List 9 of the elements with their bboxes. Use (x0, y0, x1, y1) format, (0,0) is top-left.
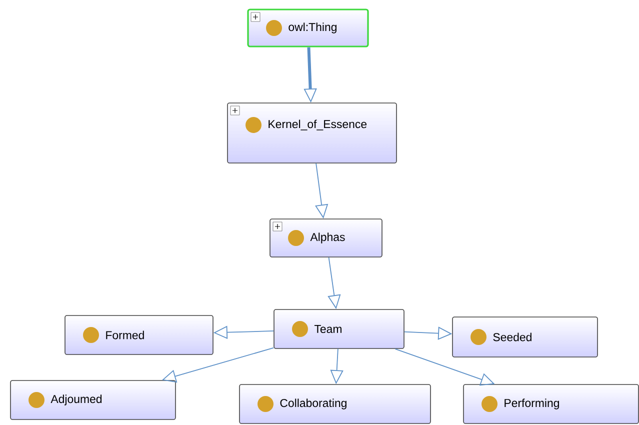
class-box: Kernel_of_Essence (227, 102, 397, 164)
class-box: Collaborating (239, 384, 431, 424)
class-box: Adjoumed (10, 380, 176, 420)
class-box: Seeded (452, 316, 598, 358)
class-box: Team (274, 309, 404, 349)
class-box: Alphas (270, 218, 382, 258)
class-box: Performing (463, 384, 639, 424)
class-box: Formed (64, 315, 214, 355)
class-box: owl:Thing (247, 8, 369, 48)
